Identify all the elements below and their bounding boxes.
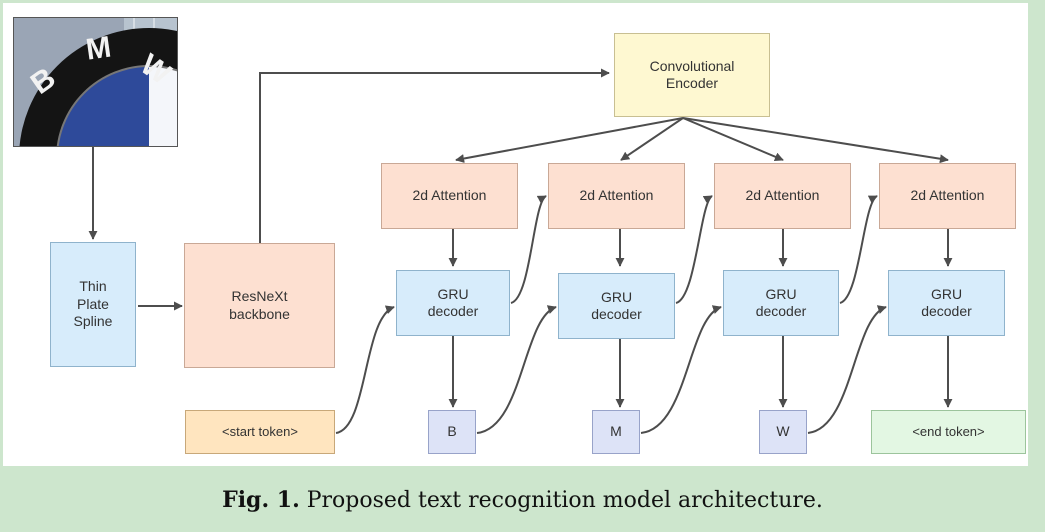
arrow-gru2-to-attn3: [675, 195, 713, 304]
arrow-encoder-to-attn-1: [455, 117, 684, 163]
end-token-box: <end token>: [871, 410, 1026, 454]
gru-decoder-box-3: GRU decoder: [723, 270, 839, 336]
thin-plate-spline-box: Thin Plate Spline: [50, 242, 136, 367]
caption-text: Proposed text recognition model architec…: [299, 488, 823, 513]
arrow-b-to-gru2: [476, 305, 557, 434]
bmw-logo-photo-icon: B M W: [14, 18, 177, 146]
arrow-start-to-gru1: [335, 305, 395, 434]
logo-letter-m: M: [84, 30, 113, 66]
arrow-encoder-to-attn-3: [682, 117, 784, 162]
diagram-panel: B M W Thin Plate Spline ResNeXt backbone…: [3, 3, 1028, 466]
arrow-w-to-gru4: [807, 305, 887, 434]
input-image: B M W: [13, 17, 178, 147]
output-char-m: M: [592, 410, 640, 454]
arrow-encoder-to-attn-2: [620, 117, 684, 161]
gru-decoder-box-1: GRU decoder: [396, 270, 510, 336]
gru-decoder-box-2: GRU decoder: [558, 273, 675, 339]
gru-decoder-box-4: GRU decoder: [888, 270, 1005, 336]
start-token-box: <start token>: [185, 410, 335, 454]
attention-box-2: 2d Attention: [548, 163, 685, 229]
arrow-resnext-to-encoder: [259, 68, 610, 243]
output-char-b: B: [428, 410, 476, 454]
attention-box-1: 2d Attention: [381, 163, 518, 229]
arrow-encoder-to-attn-4: [682, 117, 949, 164]
arrows-layer: [88, 68, 953, 434]
convolutional-encoder-box: Convolutional Encoder: [614, 33, 770, 117]
output-char-w: W: [759, 410, 807, 454]
arrow-m-to-gru3: [640, 305, 722, 434]
resnext-backbone-box: ResNeXt backbone: [184, 243, 335, 368]
arrow-gru1-to-attn2: [510, 195, 547, 304]
caption-label: Fig. 1.: [222, 487, 300, 513]
arrow-gru3-to-attn4: [839, 195, 878, 304]
figure-caption: Fig. 1. Proposed text recognition model …: [0, 487, 1045, 513]
attention-box-3: 2d Attention: [714, 163, 851, 229]
attention-box-4: 2d Attention: [879, 163, 1016, 229]
